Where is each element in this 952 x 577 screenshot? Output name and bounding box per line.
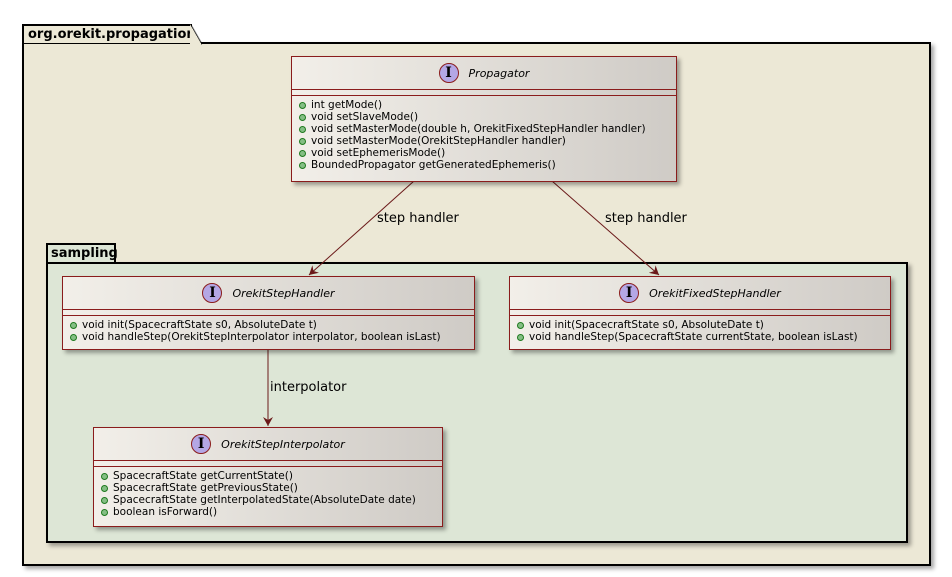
class-name: Propagator xyxy=(468,66,530,80)
edge-label-interpolator: interpolator xyxy=(270,380,347,395)
public-dot-icon xyxy=(299,137,306,145)
methods-list: int getMode() void setSlaveMode() void s… xyxy=(292,96,676,171)
method-item: void handleStep(SpacecraftState currentS… xyxy=(517,331,890,343)
method-item: SpacecraftState getCurrentState() xyxy=(101,470,442,482)
public-dot-icon xyxy=(70,333,77,341)
class-orekit-step-handler[interactable]: I OrekitStepHandler void init(Spacecraft… xyxy=(62,276,475,350)
fields-separator xyxy=(510,310,890,316)
method-item: void setMasterMode(OrekitStepHandler han… xyxy=(299,135,676,147)
methods-list: SpacecraftState getCurrentState() Spacec… xyxy=(94,467,442,518)
fields-separator xyxy=(94,461,442,467)
public-dot-icon xyxy=(299,125,306,133)
public-dot-icon xyxy=(101,484,108,492)
method-item: int getMode() xyxy=(299,99,676,111)
package-label-org-orekit-propagation: org.orekit.propagation xyxy=(22,24,202,45)
public-dot-icon xyxy=(299,101,306,109)
method-item: SpacecraftState getInterpolatedState(Abs… xyxy=(101,494,442,506)
method-item: BoundedPropagator getGeneratedEphemeris(… xyxy=(299,159,676,171)
method-item: void handleStep(OrekitStepInterpolator i… xyxy=(70,331,474,343)
class-header: I OrekitFixedStepHandler xyxy=(510,277,890,310)
class-header: I OrekitStepHandler xyxy=(63,277,474,310)
public-dot-icon xyxy=(101,508,108,516)
edge-label-step-handler-right: step handler xyxy=(605,211,687,226)
fields-separator xyxy=(63,310,474,316)
method-item: void init(SpacecraftState s0, AbsoluteDa… xyxy=(70,319,474,331)
public-dot-icon xyxy=(299,161,306,169)
public-dot-icon xyxy=(517,333,524,341)
edge-label-step-handler-left: step handler xyxy=(377,211,459,226)
public-dot-icon xyxy=(70,321,77,329)
public-dot-icon xyxy=(299,149,306,157)
class-name: OrekitStepInterpolator xyxy=(221,437,345,451)
method-item: void setEphemerisMode() xyxy=(299,147,676,159)
fields-separator xyxy=(292,90,676,96)
class-header: I OrekitStepInterpolator xyxy=(94,428,442,461)
class-header: I Propagator xyxy=(292,57,676,90)
class-name: OrekitFixedStepHandler xyxy=(649,286,781,300)
interface-icon: I xyxy=(191,434,212,454)
class-orekit-step-interpolator[interactable]: I OrekitStepInterpolator SpacecraftState… xyxy=(93,427,443,527)
interface-icon: I xyxy=(438,63,459,83)
edge-propagator-to-fixed-step-handler xyxy=(551,180,660,276)
method-item: boolean isForward() xyxy=(101,506,442,518)
method-item: void setSlaveMode() xyxy=(299,111,676,123)
methods-list: void init(SpacecraftState s0, AbsoluteDa… xyxy=(510,316,890,343)
class-name: OrekitStepHandler xyxy=(232,286,335,300)
interface-icon: I xyxy=(202,283,223,303)
public-dot-icon xyxy=(517,321,524,329)
public-dot-icon xyxy=(101,472,108,480)
interface-icon: I xyxy=(619,283,640,303)
method-item: void init(SpacecraftState s0, AbsoluteDa… xyxy=(517,319,890,331)
method-item: SpacecraftState getPreviousState() xyxy=(101,482,442,494)
public-dot-icon xyxy=(299,113,306,121)
class-propagator[interactable]: I Propagator int getMode() void setSlave… xyxy=(291,56,677,182)
public-dot-icon xyxy=(101,496,108,504)
class-orekit-fixed-step-handler[interactable]: I OrekitFixedStepHandler void init(Space… xyxy=(509,276,891,350)
methods-list: void init(SpacecraftState s0, AbsoluteDa… xyxy=(63,316,474,343)
edge-propagator-to-step-handler xyxy=(308,180,415,276)
package-label-sampling: sampling xyxy=(46,243,118,262)
method-item: void setMasterMode(double h, OrekitFixed… xyxy=(299,123,676,135)
